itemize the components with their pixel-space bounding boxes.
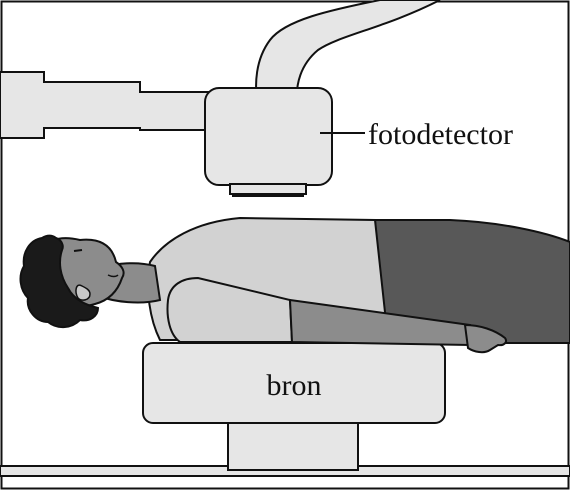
detector-support-tube xyxy=(255,0,441,101)
detector-arm xyxy=(0,71,213,139)
patient-pants xyxy=(373,219,570,344)
patient-mouth xyxy=(107,274,119,278)
detector-lens-ring xyxy=(229,183,307,195)
bed-pedestal xyxy=(227,419,359,471)
patient-ear xyxy=(75,284,91,301)
detector-label: fotodetector xyxy=(368,118,513,151)
bed-label: bron xyxy=(267,369,322,402)
patient-eye xyxy=(73,249,83,252)
detector-housing xyxy=(204,87,333,186)
patient-hair xyxy=(19,234,100,328)
patient-hand xyxy=(463,323,508,354)
